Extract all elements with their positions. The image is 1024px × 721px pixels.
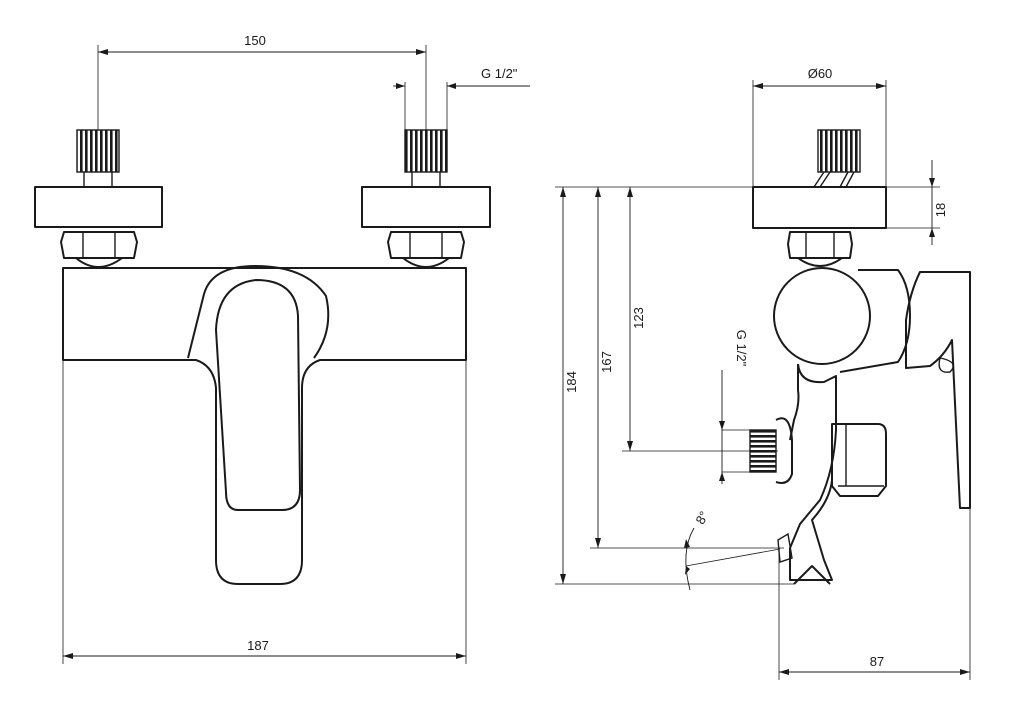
lever-face — [215, 279, 301, 511]
left-inlet-thread — [76, 129, 120, 187]
lever-handle — [187, 265, 330, 359]
side-dimensions: Ø60 18 184 167 123 G 1/2" — [555, 66, 971, 680]
side-inlet-thread — [813, 129, 861, 188]
front-dimensions: 150 G 1/2" 187 — [62, 33, 530, 664]
side-escutcheon — [752, 186, 887, 229]
mixer-body — [62, 267, 467, 585]
dim-projection: 87 — [870, 654, 884, 669]
dim-escutcheon-depth: 18 — [933, 203, 948, 217]
dim-overall-height: 184 — [564, 371, 579, 393]
left-escutcheon — [34, 186, 163, 228]
dim-inlet-spacing: 150 — [244, 33, 266, 48]
side-lever — [905, 271, 971, 509]
side-spout-body — [789, 363, 837, 581]
dim-overall-width: 187 — [247, 638, 269, 653]
side-body-circle — [773, 267, 871, 365]
left-nut — [60, 231, 138, 268]
right-escutcheon — [361, 186, 491, 228]
diverter-knob — [831, 423, 887, 497]
dim-height-to-outlet: 123 — [631, 307, 646, 329]
dim-escutcheon-diameter: Ø60 — [808, 66, 833, 81]
dim-inlet-thread: G 1/2" — [481, 66, 518, 81]
right-inlet-thread — [404, 129, 448, 187]
side-housing — [839, 269, 911, 373]
dim-height-to-spout-tip: 167 — [599, 351, 614, 373]
dim-spout-angle: 8° — [692, 509, 711, 527]
right-nut — [387, 231, 465, 268]
dim-outlet-thread: G 1/2" — [734, 330, 749, 367]
side-view — [749, 129, 971, 585]
front-view — [34, 129, 491, 585]
side-nut — [787, 231, 853, 267]
